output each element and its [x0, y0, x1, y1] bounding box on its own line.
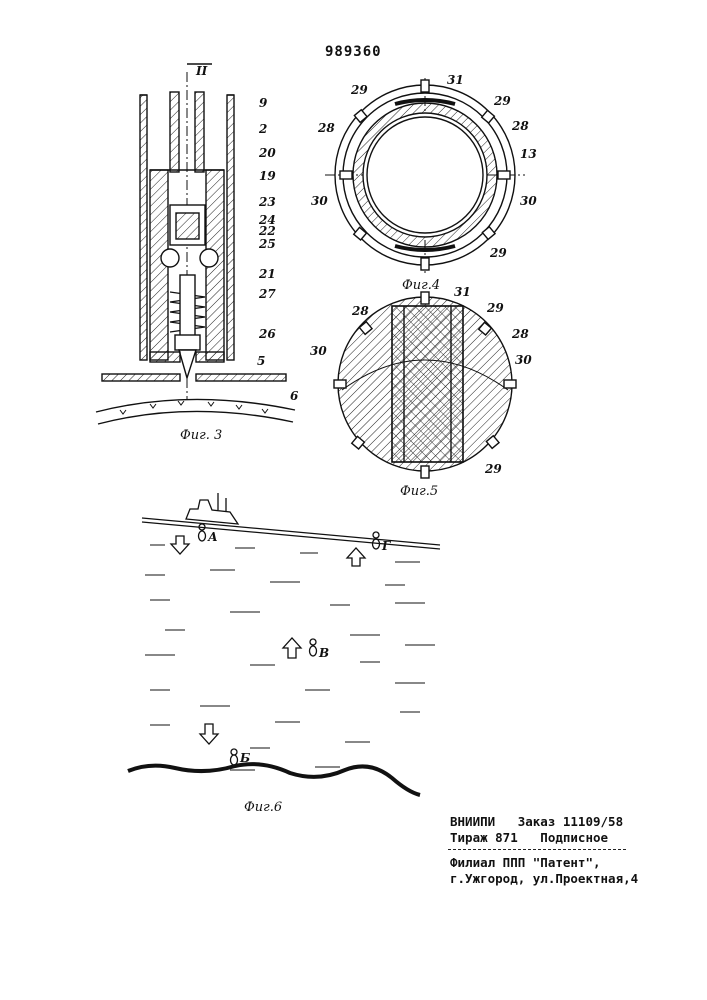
section-mark: II — [196, 65, 207, 77]
fig5-label: 30 — [310, 345, 327, 357]
imprint-branch: Филиал ППП "Патент", — [450, 856, 601, 870]
imprint-divider — [448, 849, 626, 850]
fig6-caption: Фиг.6 — [244, 800, 282, 815]
imprint-circulation: Тираж 871 Подписное — [450, 831, 608, 845]
fig3-label: 23 — [259, 196, 276, 208]
fig6-point-label: А — [208, 531, 218, 543]
figure-6-drawing — [128, 493, 440, 795]
fig3-label: 22 — [259, 225, 276, 237]
fig3-label: 25 — [259, 238, 276, 250]
fig4-label: 30 — [520, 195, 537, 207]
fig4-label: 30 — [311, 195, 328, 207]
fig5-label: 30 — [515, 354, 532, 366]
fig4-label: 31 — [447, 74, 464, 86]
fig6-point-label: Г — [382, 540, 390, 552]
fig4-label: 28 — [512, 120, 529, 132]
fig4-label: 13 — [520, 148, 537, 160]
fig5-label: 29 — [485, 463, 502, 475]
fig3-label: 21 — [259, 268, 276, 280]
fig5-label: 29 — [487, 302, 504, 314]
fig3-label: 2 — [259, 123, 267, 135]
fig3-label: 5 — [257, 355, 265, 367]
fig6-point-label: Б — [240, 752, 250, 764]
fig6-point-label: В — [319, 647, 329, 659]
fig3-label: 9 — [259, 97, 267, 109]
fig3-label: 26 — [259, 328, 276, 340]
fig5-label: 28 — [512, 328, 529, 340]
fig5-label: 31 — [454, 286, 471, 298]
fig3-label: 6 — [290, 390, 298, 402]
fig4-label: 29 — [494, 95, 511, 107]
fig3-caption: Фиг. 3 — [180, 428, 222, 443]
fig4-label: 29 — [351, 84, 368, 96]
fig5-caption: Фиг.5 — [400, 484, 438, 499]
imprint-order: ВНИИПИ Заказ 11109/58 — [450, 815, 623, 829]
imprint-address: г.Ужгород, ул.Проектная,4 — [450, 872, 638, 886]
fig4-label: 29 — [490, 247, 507, 259]
fig3-label: 19 — [259, 170, 276, 182]
figure-5-drawing — [334, 292, 516, 478]
fig4-label: 28 — [318, 122, 335, 134]
fig3-label: 27 — [259, 288, 276, 300]
fig4-caption: Фиг.4 — [402, 278, 440, 293]
fig3-label: 20 — [259, 147, 276, 159]
fig5-label: 28 — [352, 305, 369, 317]
